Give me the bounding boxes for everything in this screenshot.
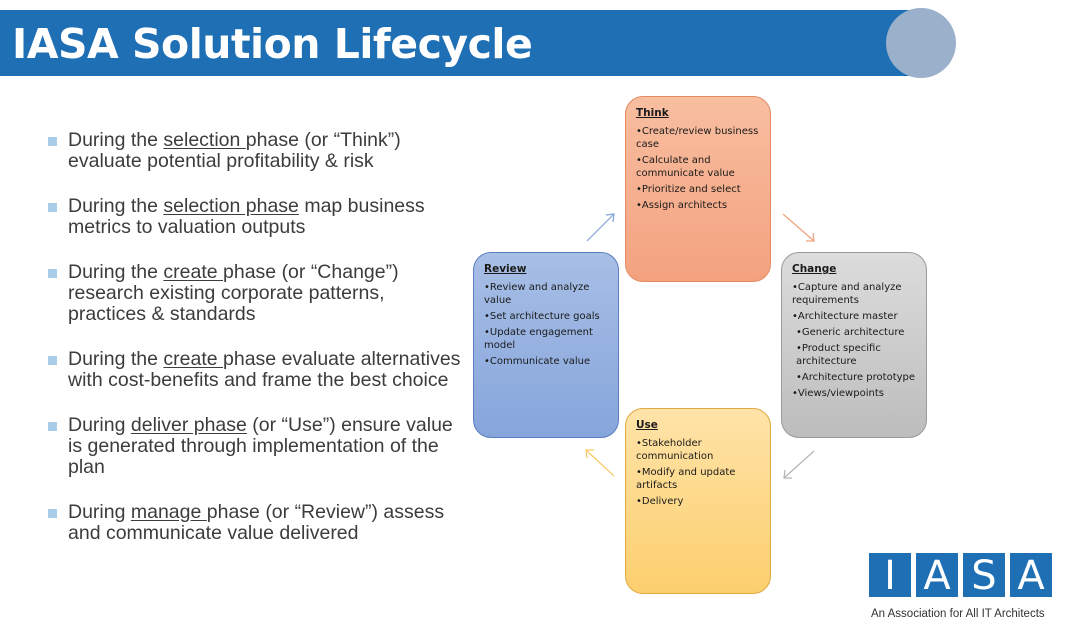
bullet-item: During deliver phase (or “Use”) ensure v… xyxy=(46,415,466,478)
title-bar: IASA Solution Lifecycle xyxy=(0,10,920,76)
bullet-square-icon xyxy=(48,203,57,212)
bullet-item: During the selection phase map business … xyxy=(46,196,466,238)
phase-item: •Calculate and communicate value xyxy=(636,155,735,179)
phase-item: •Prioritize and select xyxy=(636,184,741,195)
logo-tagline: An Association for All IT Architects xyxy=(871,608,1045,620)
phase-title-think: Think xyxy=(636,107,669,119)
bullet-text: phase evaluate alternatives with cost-be… xyxy=(68,348,461,391)
phase-item: •Views/viewpoints xyxy=(792,388,884,399)
page-title: IASA Solution Lifecycle xyxy=(12,20,533,68)
phase-item: •Update engagement model xyxy=(484,327,593,351)
phase-item: •Set architecture goals xyxy=(484,311,600,322)
arrow-use-to-review-icon xyxy=(585,449,615,477)
logo-letter: A xyxy=(1010,553,1052,599)
bullet-phase-underlined: selection xyxy=(163,129,246,151)
phase-title-review: Review xyxy=(484,263,527,275)
phase-subitem: •Generic architecture xyxy=(796,327,905,338)
bullet-text: phase (or “Think”) evaluate potential pr… xyxy=(68,129,401,172)
bullet-phase-underlined: create xyxy=(163,348,224,370)
bullet-list: During the selection phase (or “Think”) … xyxy=(46,130,466,568)
bullet-text: During the xyxy=(68,261,164,283)
bullet-phase-underlined: create xyxy=(163,261,224,283)
phase-item: •Review and analyze value xyxy=(484,282,590,306)
bullet-square-icon xyxy=(48,422,57,431)
phase-item: •Communicate value xyxy=(484,356,591,367)
bullet-item: During manage phase (or “Review”) assess… xyxy=(46,502,466,544)
bullet-square-icon xyxy=(48,137,57,146)
logo-letter: S xyxy=(963,553,1005,599)
logo-letter: A xyxy=(916,553,958,599)
phase-item: •Modify and update artifacts xyxy=(636,467,736,491)
phase-item: •Capture and analyze requirements xyxy=(792,282,902,306)
bullet-square-icon xyxy=(48,356,57,365)
phase-item: •Assign architects xyxy=(636,200,728,211)
bullet-text: During xyxy=(68,501,131,523)
phase-item: •Delivery xyxy=(636,496,684,507)
arrow-review-to-think-icon xyxy=(586,213,615,242)
phase-subitem: •Product specific architecture xyxy=(796,343,881,367)
arrow-change-to-use-icon xyxy=(783,450,815,479)
phase-box-think: Think •Create/review business case •Calc… xyxy=(625,96,771,282)
bullet-text: map business metrics to valuation output… xyxy=(68,195,425,238)
bullet-text: During xyxy=(68,414,131,436)
bullet-text: phase (or “Change”) research existing co… xyxy=(68,261,399,325)
bullet-item: During the create phase (or “Change”) re… xyxy=(46,262,466,325)
bullet-text: (or “Use”) ensure value is generated thr… xyxy=(68,414,453,478)
arrow-think-to-change-icon xyxy=(782,213,815,242)
bullet-square-icon xyxy=(48,269,57,278)
bullet-phase-underlined: manage xyxy=(130,501,207,523)
bullet-square-icon xyxy=(48,509,57,518)
phase-subitem: •Architecture prototype xyxy=(796,372,916,383)
bullet-text: phase (or “Review”) assess and communica… xyxy=(68,501,445,544)
phase-item: •Architecture master xyxy=(792,311,898,322)
bullet-text: During the xyxy=(68,348,164,370)
phase-box-review: Review •Review and analyze value •Set ar… xyxy=(473,252,619,438)
bullet-phase-underlined: deliver phase xyxy=(130,414,247,436)
phase-item: •Stakeholder communication xyxy=(636,438,714,462)
phase-title-use: Use xyxy=(636,419,658,431)
title-circle-decoration xyxy=(886,8,956,78)
phase-box-use: Use •Stakeholder communication •Modify a… xyxy=(625,408,771,594)
bullet-phase-underlined: selection phase xyxy=(163,195,299,217)
phase-item: •Create/review business case xyxy=(636,126,759,150)
phase-title-change: Change xyxy=(792,263,837,275)
bullet-text: During the xyxy=(68,129,164,151)
bullet-item: During the create phase evaluate alterna… xyxy=(46,349,466,391)
bullet-text: During the xyxy=(68,195,164,217)
bullet-item: During the selection phase (or “Think”) … xyxy=(46,130,466,172)
phase-box-change: Change •Capture and analyze requirements… xyxy=(781,252,927,438)
logo-letter: I xyxy=(869,553,911,599)
